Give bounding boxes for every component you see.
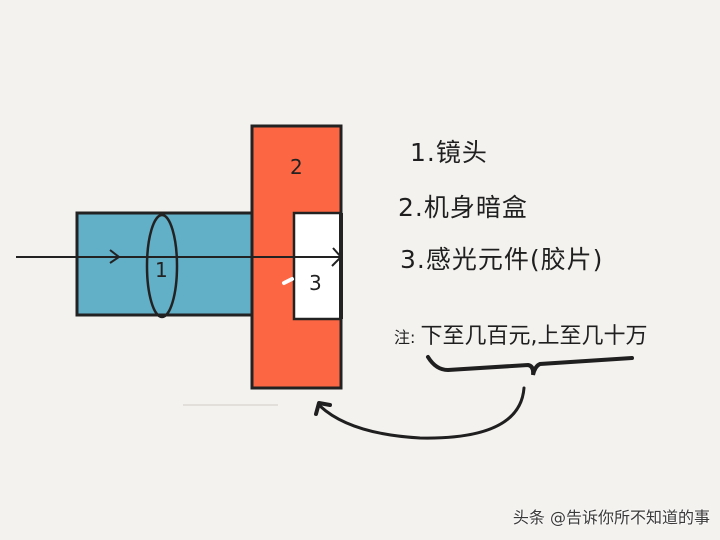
lens-number: 1 (155, 258, 168, 282)
ray-arrow-mid (109, 249, 121, 264)
note-prefix: 注: (394, 328, 416, 347)
legend-text: 机身暗盒 (423, 193, 528, 222)
curved-arrow (318, 386, 526, 440)
legend-number: 2. (398, 193, 424, 222)
legend-number: 3. (400, 245, 426, 274)
legend-item-lens: 1.镜头 (410, 133, 488, 169)
price-note: 注: 下至几百元,上至几十万 (394, 318, 648, 350)
brace (426, 355, 634, 376)
watermark: 头条 @告诉你所不知道的事 (512, 508, 710, 527)
legend-text: 感光元件(胶片) (425, 245, 604, 274)
sensor (292, 211, 343, 321)
sensor-number: 3 (309, 271, 322, 295)
note-text: 下至几百元,上至几十万 (420, 324, 648, 349)
ray-arrow-end (331, 247, 343, 267)
lens-ellipse (145, 213, 179, 319)
legend-text: 镜头 (435, 138, 488, 167)
legend-number: 1. (410, 138, 436, 167)
legend-item-body: 2.机身暗盒 (398, 188, 528, 224)
legend-item-sensor: 3.感光元件(胶片) (400, 240, 603, 276)
curved-arrow-head (314, 401, 332, 416)
body-number: 2 (290, 155, 303, 179)
highlight-mark (282, 277, 294, 285)
